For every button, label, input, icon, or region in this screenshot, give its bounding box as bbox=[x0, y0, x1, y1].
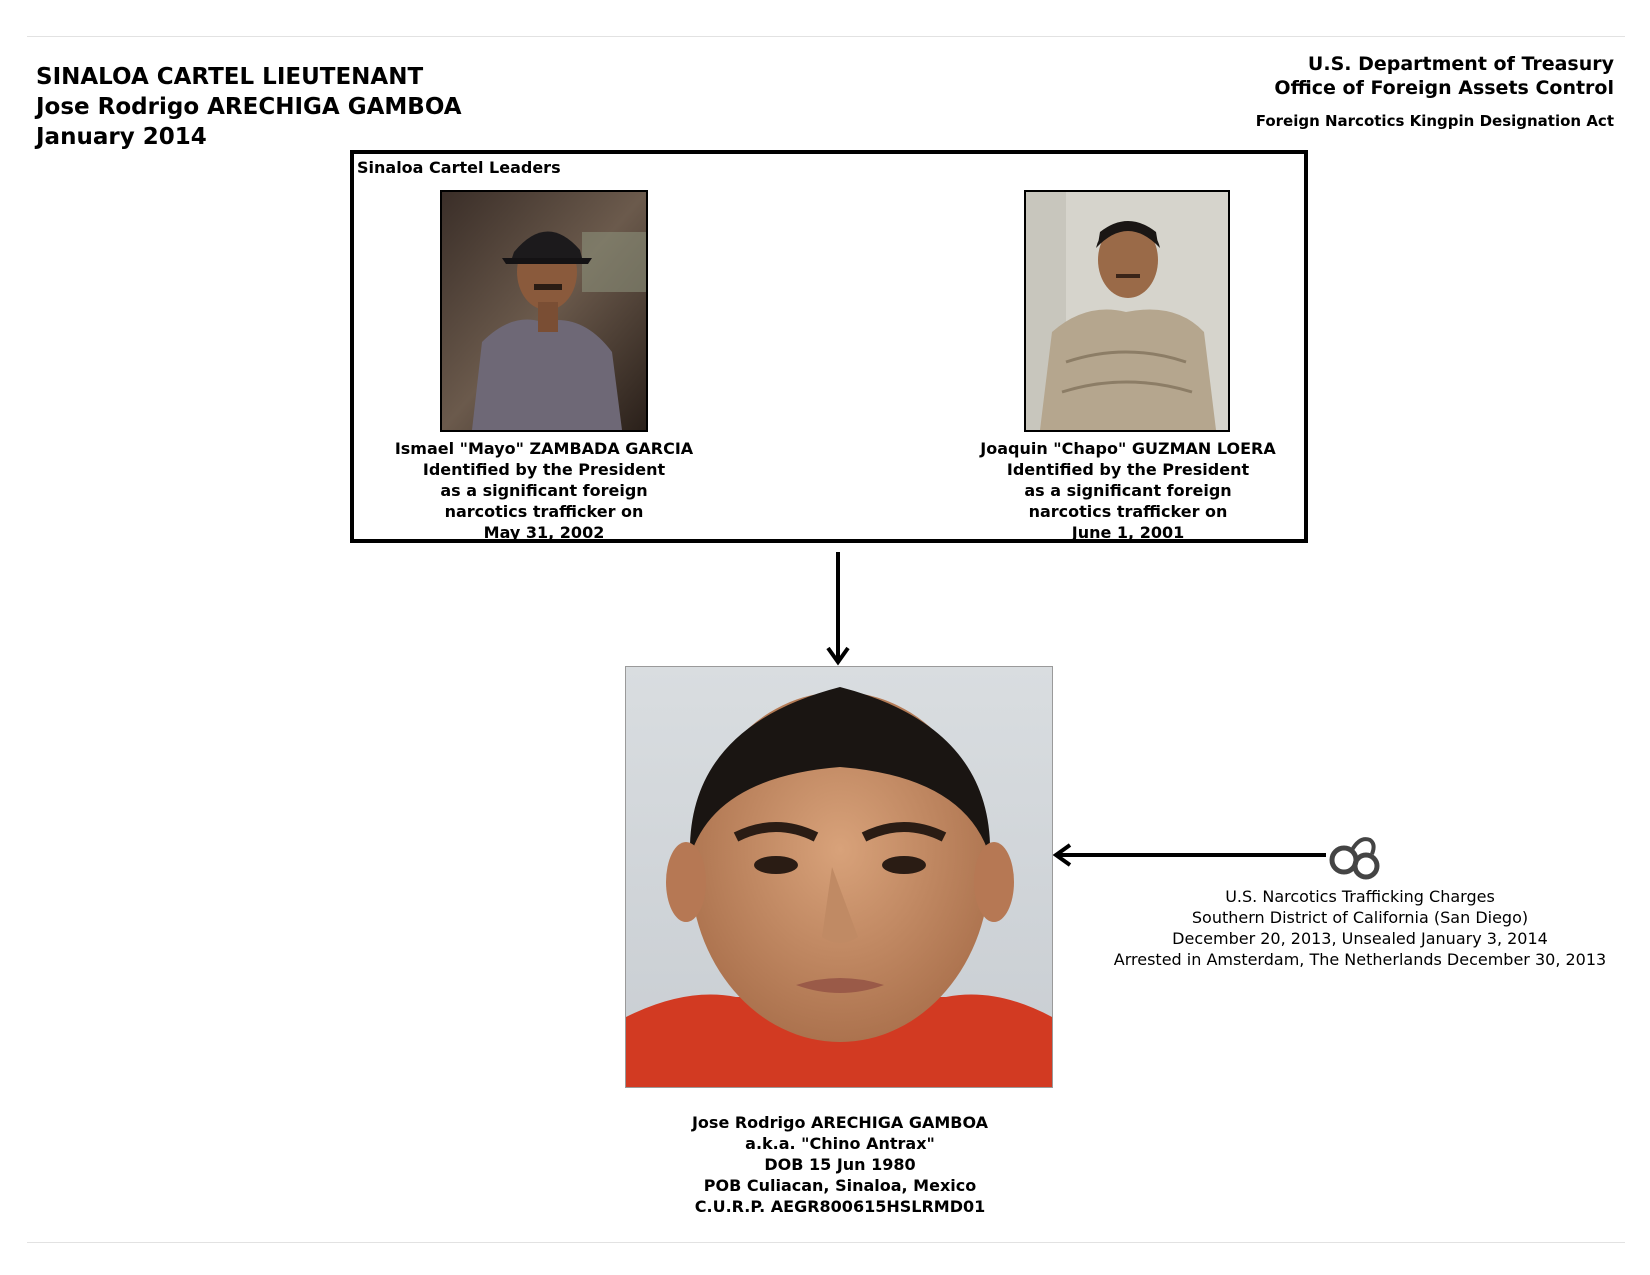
title-line: SINALOA CARTEL LIEUTENANT bbox=[36, 64, 424, 90]
page-frame bbox=[27, 36, 1625, 1243]
title-line: Jose Rodrigo ARECHIGA GAMBOA bbox=[36, 94, 462, 120]
caption-line: May 31, 2002 bbox=[483, 523, 605, 542]
agency-block: U.S. Department of Treasury Office of Fo… bbox=[1256, 52, 1614, 130]
caption-line: POB Culiacan, Sinaloa, Mexico bbox=[703, 1176, 977, 1195]
portrait-photo-icon bbox=[1026, 192, 1228, 430]
charges-line: Arrested in Amsterdam, The Netherlands D… bbox=[1113, 950, 1607, 969]
portrait-photo-icon bbox=[442, 192, 646, 430]
leaders-box: Sinaloa Cartel Leaders Ismael "Mayo" ZAM… bbox=[350, 150, 1308, 543]
agency-line: U.S. Department of Treasury bbox=[1307, 53, 1614, 75]
subject-photo bbox=[625, 666, 1053, 1088]
caption-line: Ismael "Mayo" ZAMBADA GARCIA bbox=[394, 439, 694, 458]
charges-caption: U.S. Narcotics Trafficking Charges South… bbox=[1090, 886, 1630, 970]
caption-line: C.U.R.P. AEGR800615HSLRMD01 bbox=[694, 1197, 986, 1216]
caption-line: Identified by the President bbox=[422, 460, 666, 479]
caption-line: June 1, 2001 bbox=[1071, 523, 1185, 542]
leader-caption-zambada: Ismael "Mayo" ZAMBADA GARCIA Identified … bbox=[364, 438, 724, 543]
caption-line: a.k.a. "Chino Antrax" bbox=[745, 1134, 935, 1153]
caption-line: DOB 15 Jun 1980 bbox=[764, 1155, 916, 1174]
leader-photo-zambada bbox=[440, 190, 648, 432]
handcuffs-icon bbox=[1329, 837, 1380, 880]
title-block: SINALOA CARTEL LIEUTENANT Jose Rodrigo A… bbox=[36, 62, 462, 152]
subject-caption: Jose Rodrigo ARECHIGA GAMBOA a.k.a. "Chi… bbox=[590, 1112, 1090, 1217]
caption-line: narcotics trafficker on bbox=[444, 502, 644, 521]
charges-line: U.S. Narcotics Trafficking Charges bbox=[1225, 887, 1495, 906]
charges-line: Southern District of California (San Die… bbox=[1191, 908, 1529, 927]
agency-line: Office of Foreign Assets Control bbox=[1274, 77, 1614, 99]
caption-line: narcotics trafficker on bbox=[1028, 502, 1228, 521]
leader-photo-guzman bbox=[1024, 190, 1230, 432]
caption-line: as a significant foreign bbox=[1024, 481, 1232, 500]
agency-act: Foreign Narcotics Kingpin Designation Ac… bbox=[1255, 112, 1614, 130]
caption-line: Joaquin "Chapo" GUZMAN LOERA bbox=[980, 439, 1276, 458]
leaders-title: Sinaloa Cartel Leaders bbox=[357, 158, 561, 177]
title-line: January 2014 bbox=[36, 124, 207, 150]
charges-line: December 20, 2013, Unsealed January 3, 2… bbox=[1172, 929, 1548, 948]
caption-line: Identified by the President bbox=[1006, 460, 1250, 479]
leader-caption-guzman: Joaquin "Chapo" GUZMAN LOERA Identified … bbox=[948, 438, 1308, 543]
caption-line: as a significant foreign bbox=[440, 481, 648, 500]
portrait-photo-icon bbox=[626, 667, 1052, 1087]
caption-line: Jose Rodrigo ARECHIGA GAMBOA bbox=[691, 1113, 989, 1132]
